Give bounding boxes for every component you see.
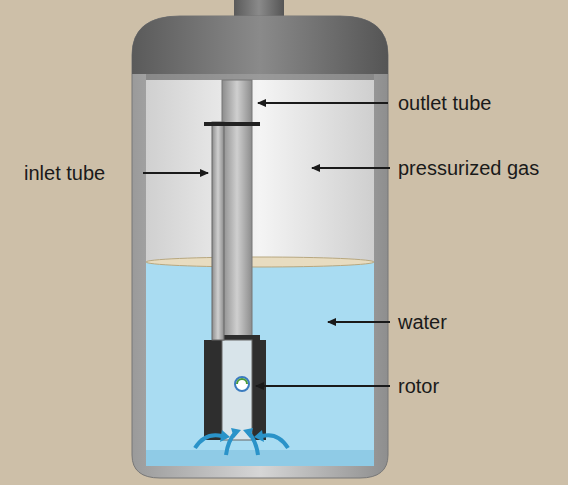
part-label: outlet tube	[398, 93, 491, 113]
part-label: rotor	[398, 376, 439, 396]
leader-arrow	[258, 102, 388, 104]
part-label: pressurized gas	[398, 158, 539, 178]
part-label: water	[398, 312, 447, 332]
part-label: inlet tube	[24, 163, 105, 183]
leader-arrow	[143, 172, 208, 174]
leader-arrow	[312, 167, 390, 169]
leader-arrow	[328, 321, 390, 323]
leader-arrow	[256, 385, 390, 387]
